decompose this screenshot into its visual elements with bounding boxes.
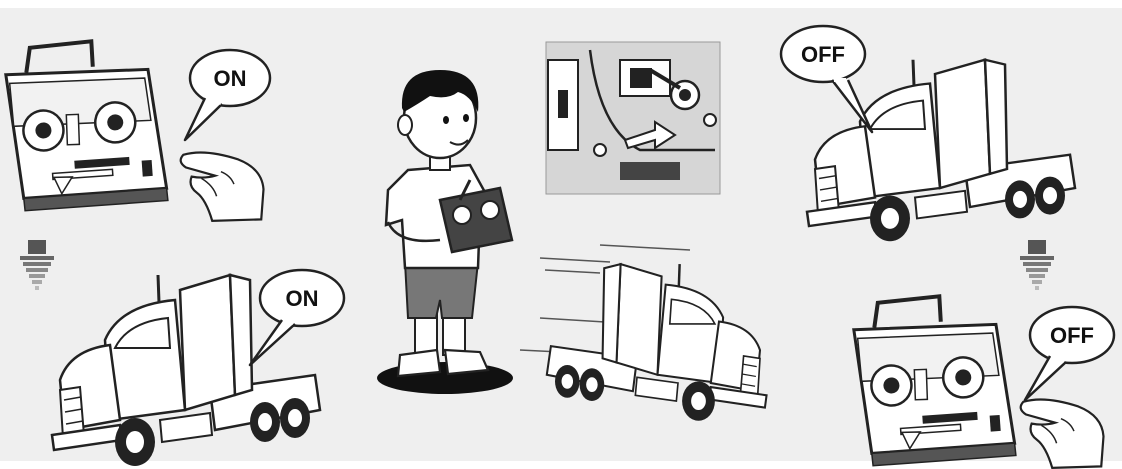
bubble-text-truck-on: ON (286, 286, 319, 311)
switch-closeup-icon (546, 42, 720, 194)
bubble-text-transmitter-on: ON (214, 66, 247, 91)
bubble-text-truck-off: OFF (801, 42, 845, 67)
bubble-text-transmitter-off: OFF (1050, 323, 1094, 348)
